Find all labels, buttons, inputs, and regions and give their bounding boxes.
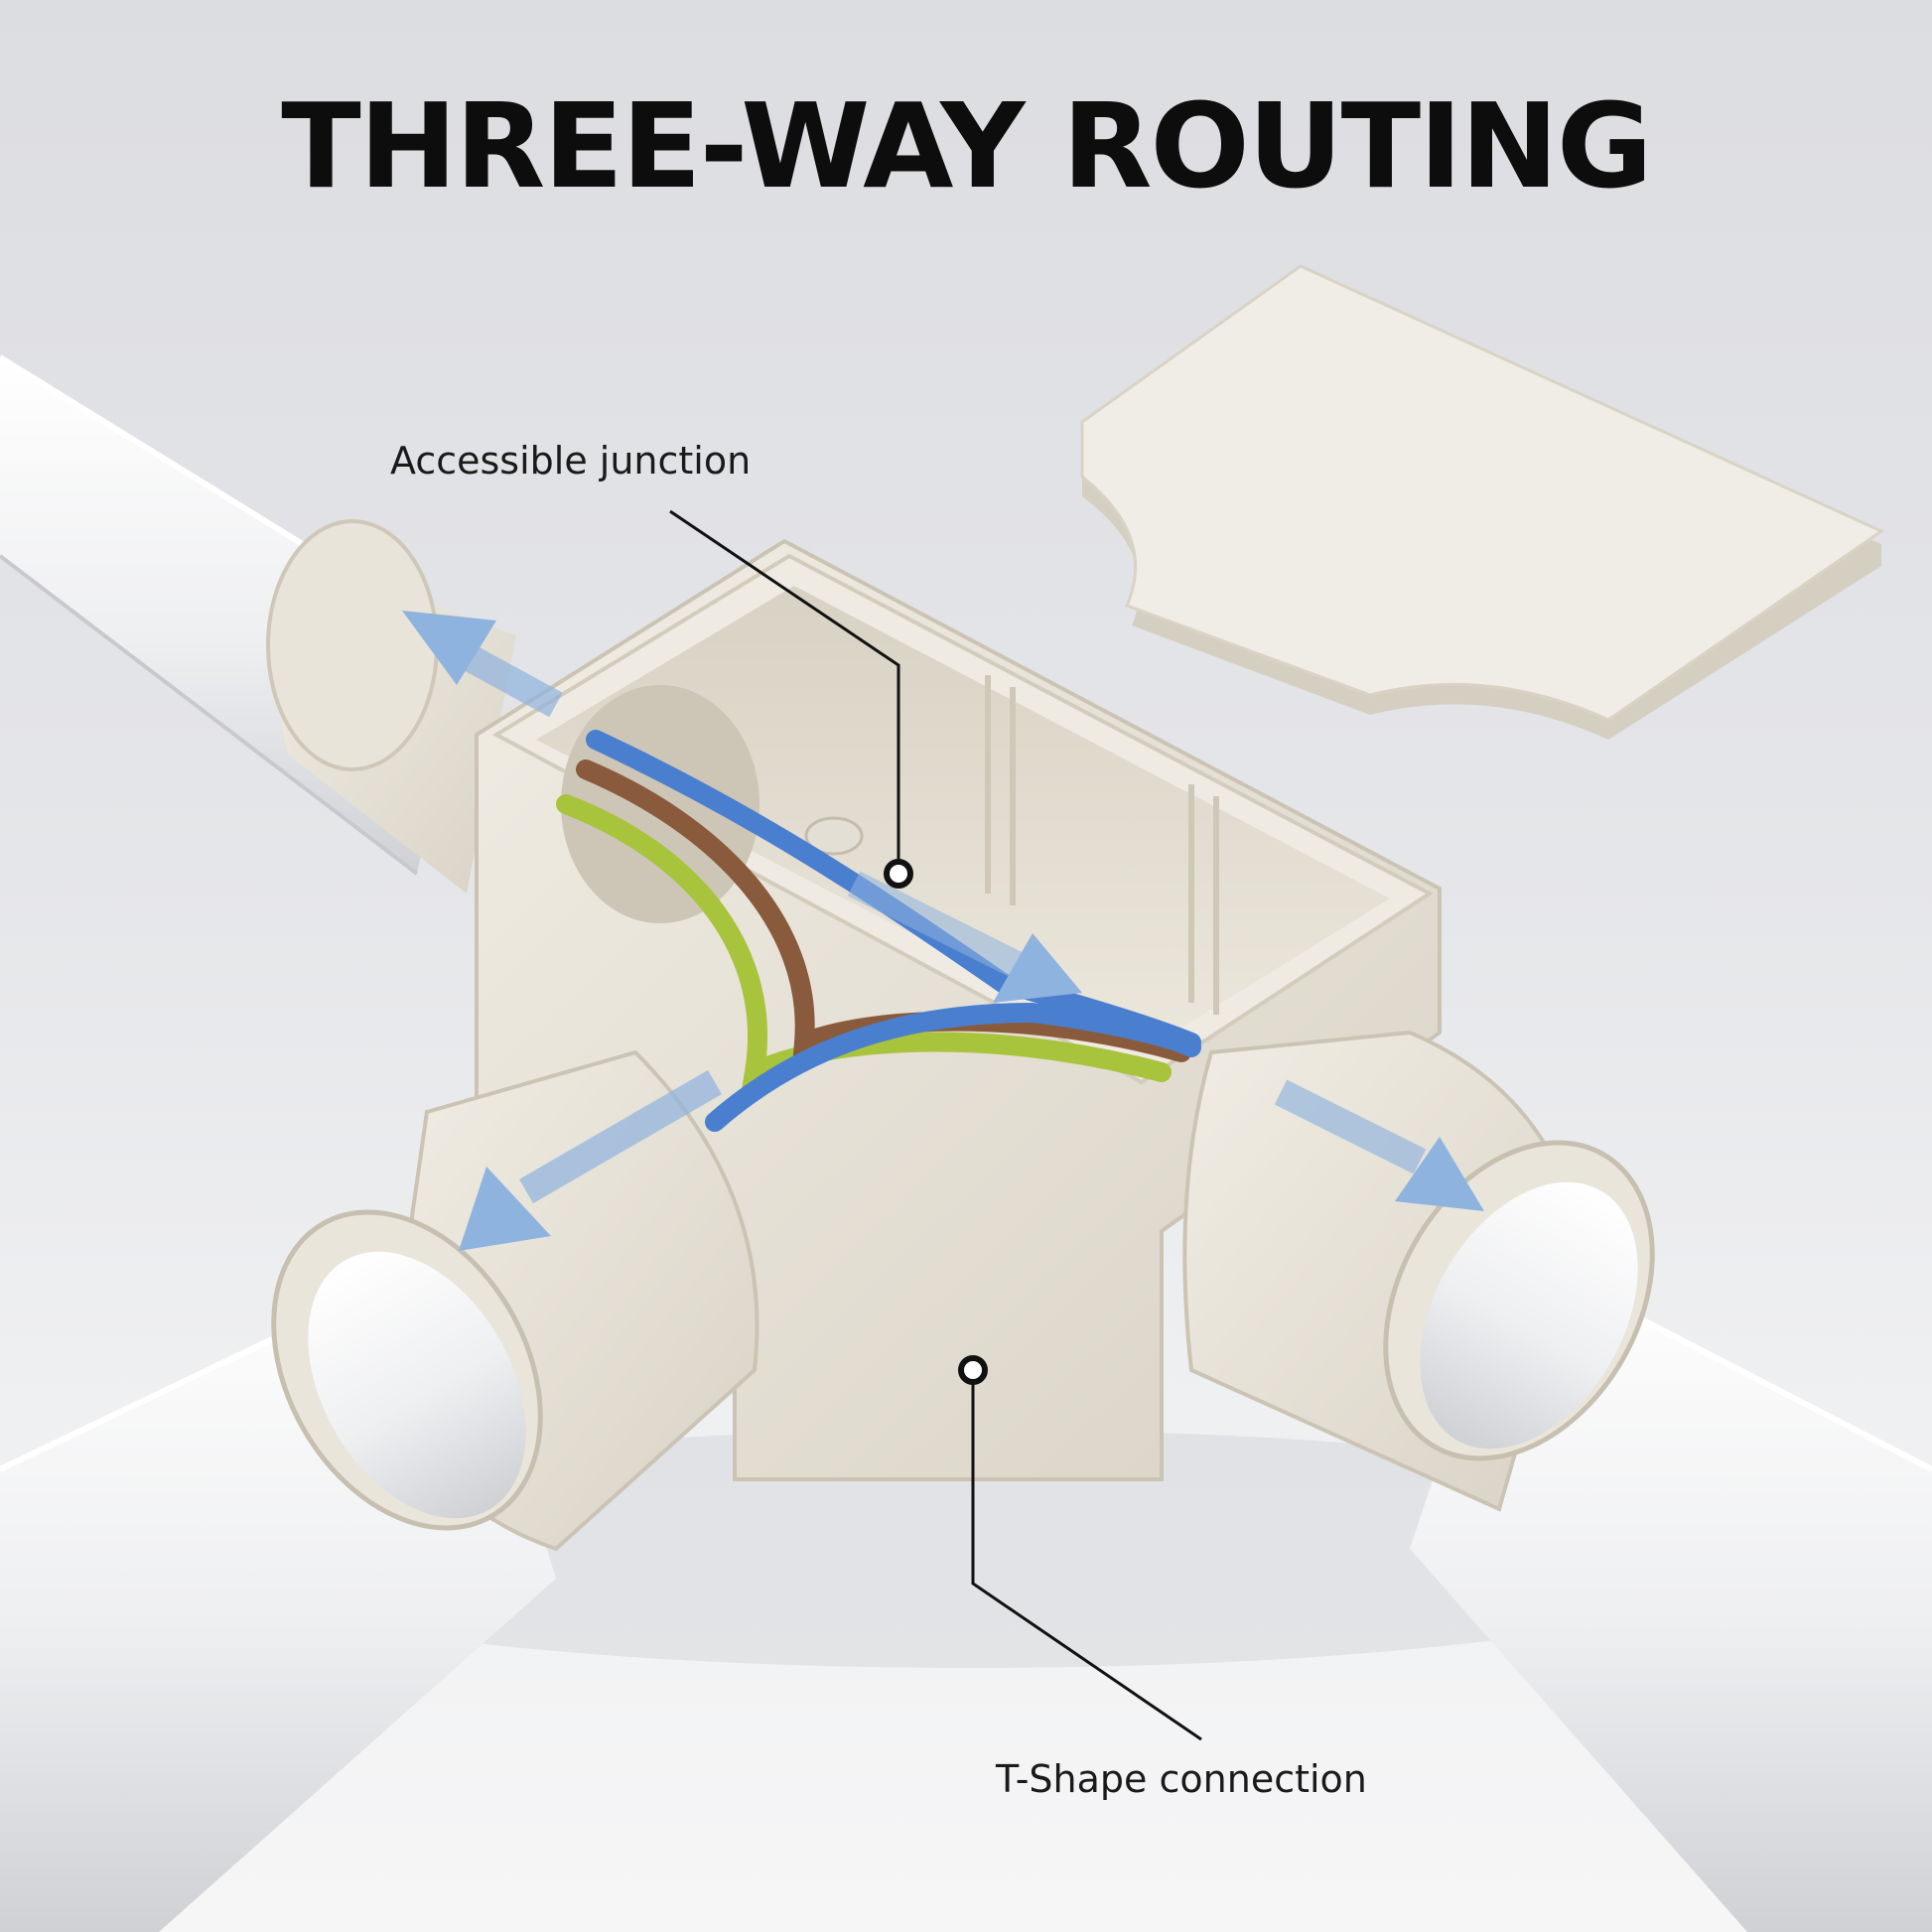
fitting-collar-front-right	[1182, 1030, 1655, 1512]
wire-brown	[576, 759, 1191, 1062]
headline: THREE-WAY ROUTING	[281, 77, 1652, 214]
callout-label-accessible-junction: Accessible junction	[390, 439, 752, 483]
fitting-collar-front-left	[271, 1049, 759, 1552]
wire-blue-lower	[705, 1002, 1201, 1132]
wire-green-yellow	[556, 794, 1172, 1090]
arrow-front-left	[459, 1069, 723, 1251]
direction-arrows	[402, 611, 1484, 1251]
callout-leader-tshape	[958, 1355, 1202, 1741]
junction-box-lid	[1080, 264, 1885, 740]
callout-leader-junction	[669, 509, 913, 889]
arrow-back-left	[402, 611, 563, 718]
arrow-center	[847, 871, 1082, 1003]
arrow-front-right	[1274, 1079, 1484, 1211]
wire-bundle	[556, 730, 1201, 1132]
callout-label-t-shape-connection: T-Shape connection	[996, 1757, 1367, 1801]
